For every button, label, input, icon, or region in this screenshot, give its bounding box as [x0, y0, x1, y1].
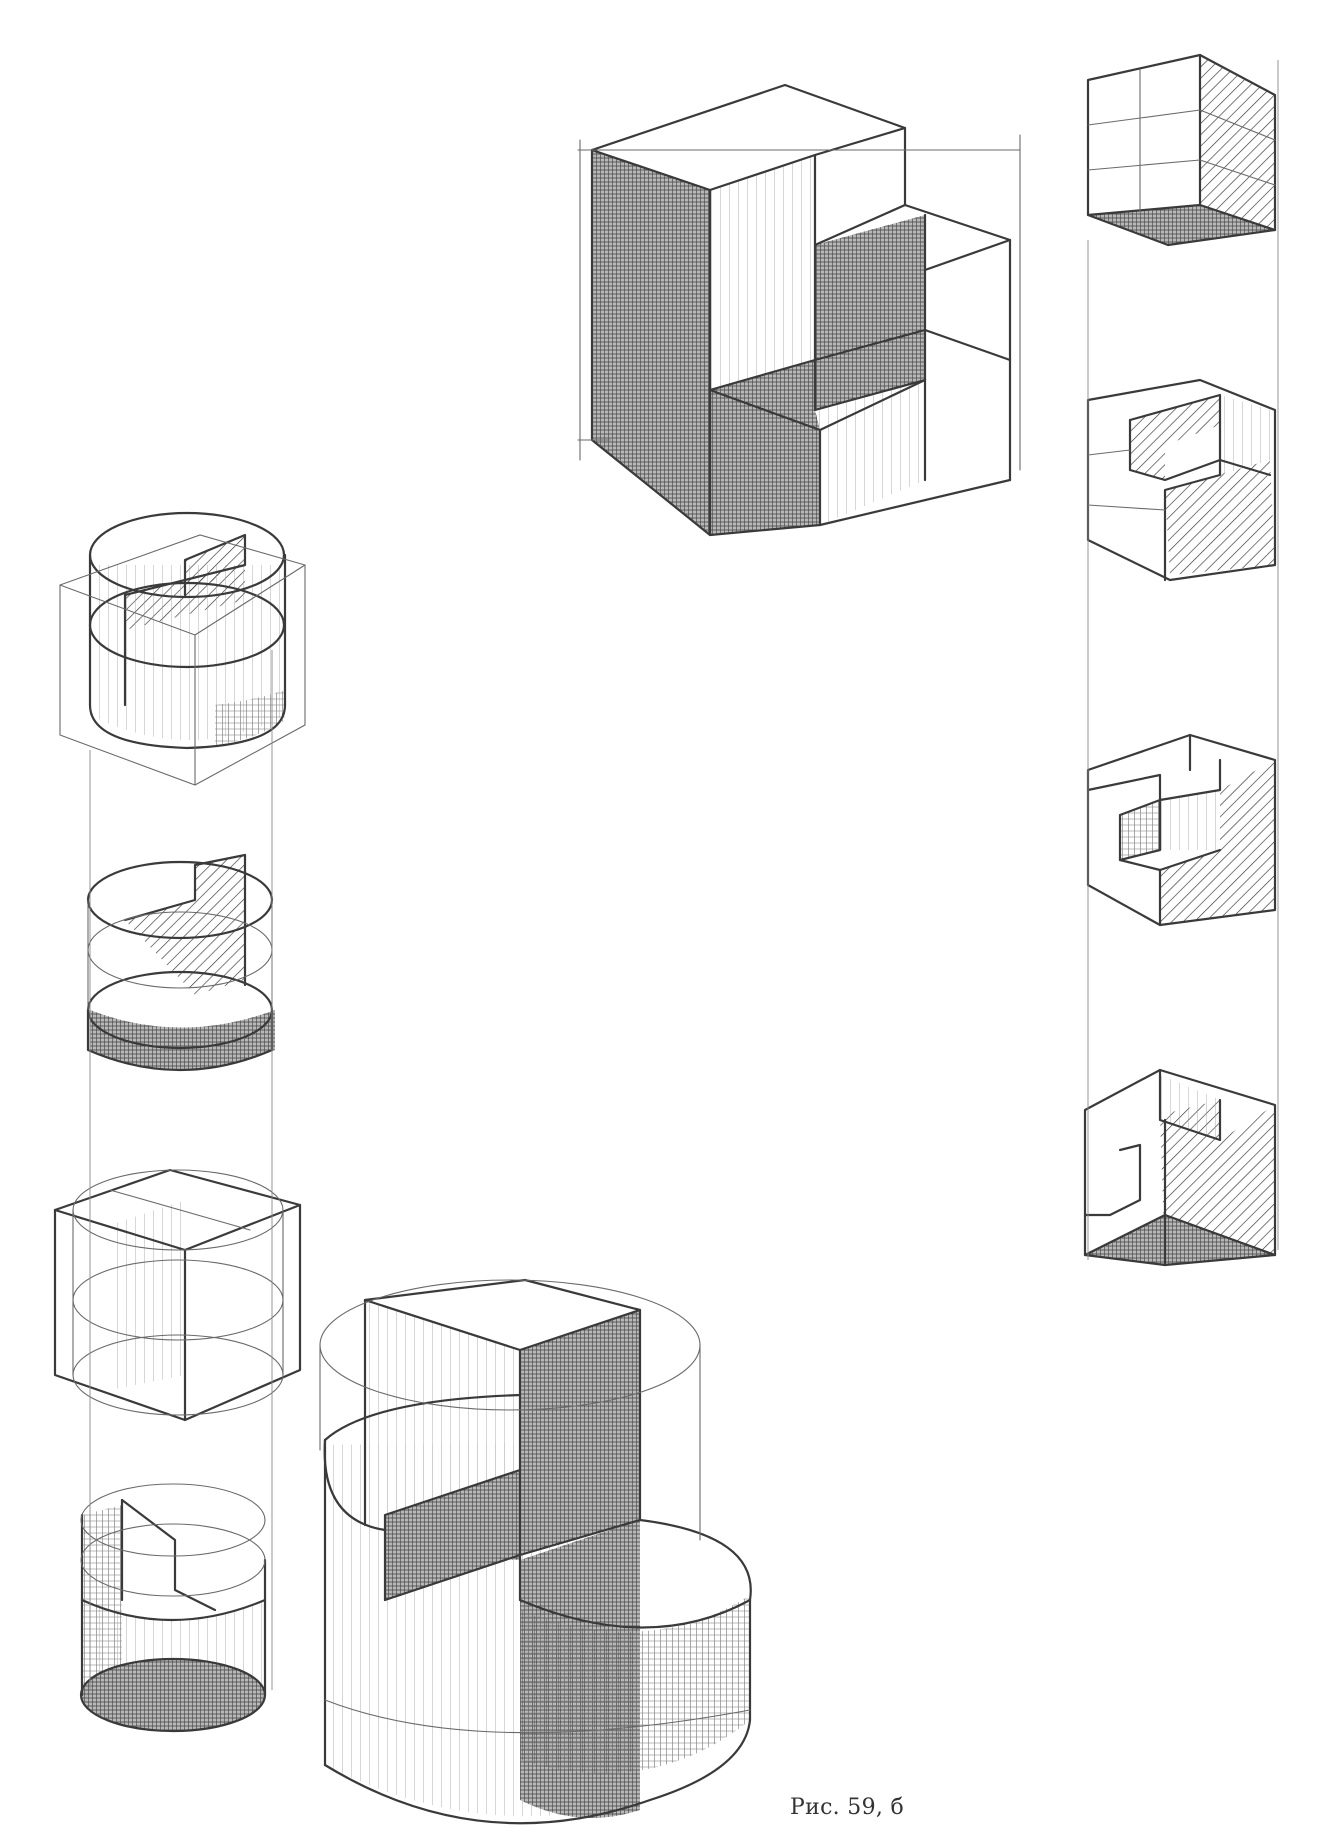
stepped-cube-large — [577, 83, 1021, 537]
left-vertical-guides — [89, 650, 273, 1690]
cylinder-view-4 — [79, 1483, 267, 1733]
figure-caption: Рис. 59, б — [790, 1795, 904, 1820]
cube-view-2 — [1086, 378, 1277, 582]
cylinder-view-1 — [59, 511, 306, 786]
cylinder-view-2 — [86, 853, 275, 1072]
right-vertical-guides — [1087, 60, 1279, 1260]
cylinder-view-3 — [53, 1168, 302, 1422]
cube-view-1 — [1086, 53, 1277, 247]
cube-view-4 — [1083, 1068, 1277, 1267]
stepped-cylinder-large — [319, 1278, 752, 1825]
cube-view-3 — [1086, 733, 1277, 927]
